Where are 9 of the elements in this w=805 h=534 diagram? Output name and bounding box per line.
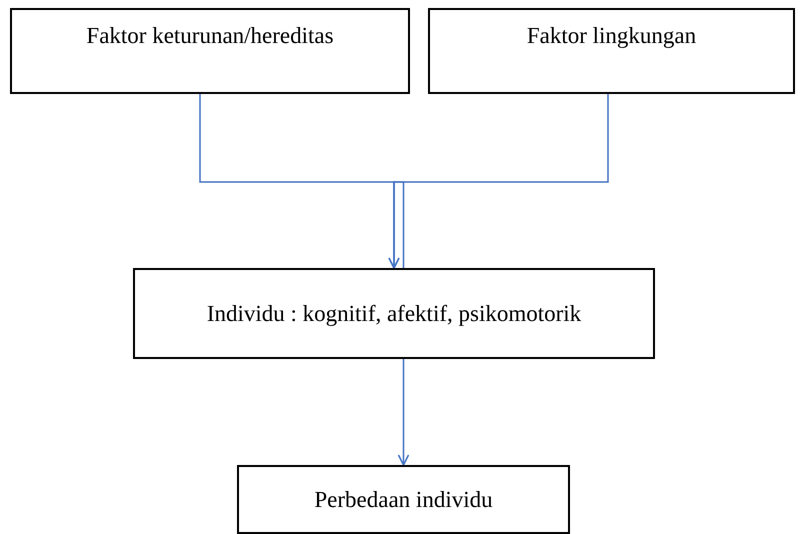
process-box: [428, 8, 795, 94]
box-label: Faktor keturunan/hereditas: [86, 22, 334, 50]
process-box: [10, 8, 410, 94]
box-label: Perbedaan individu: [314, 486, 493, 514]
process-box: [133, 268, 655, 359]
box-label: Faktor lingkungan: [526, 22, 696, 50]
box-label: Individu : kognitif, afektif, psikomotorik: [206, 300, 582, 328]
process-box: [237, 465, 570, 534]
arrow: [388, 94, 609, 269]
